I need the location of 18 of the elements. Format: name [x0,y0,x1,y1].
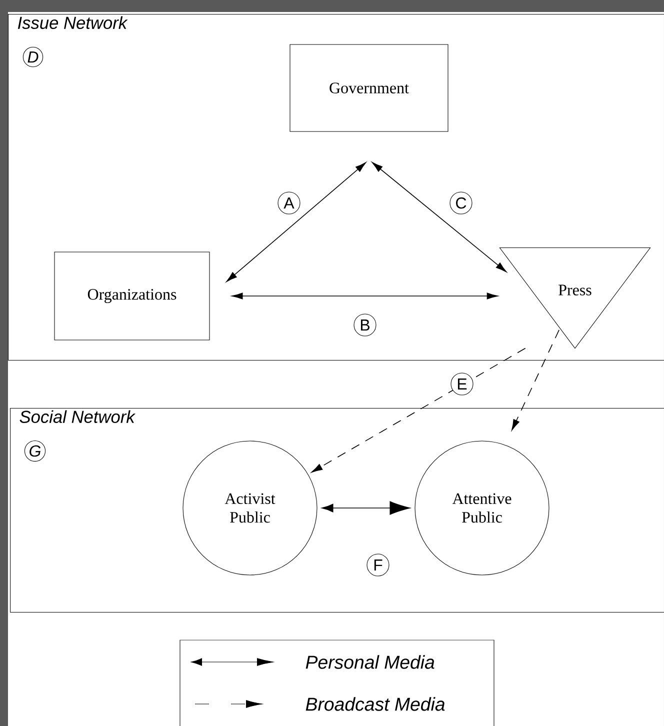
callout-letter: G [24,440,46,462]
edge-label: F [366,554,390,576]
edge-label: E [450,372,474,396]
legend-text: Broadcast Media [306,697,445,711]
actor-box: Government [290,44,448,132]
legend-text: Personal Media [306,655,434,669]
arrow [226,162,366,282]
edge-label: B [354,314,376,336]
edge-label: C [450,192,472,214]
actor-box: Organizations [54,252,210,340]
arrow [372,162,507,272]
edge-label: A [278,192,300,214]
arrow [311,348,526,472]
callout-letter: D [22,46,44,68]
arrow [322,501,410,515]
arrow [232,292,498,300]
arrow [512,330,560,430]
press-triangle: Press [499,247,651,349]
